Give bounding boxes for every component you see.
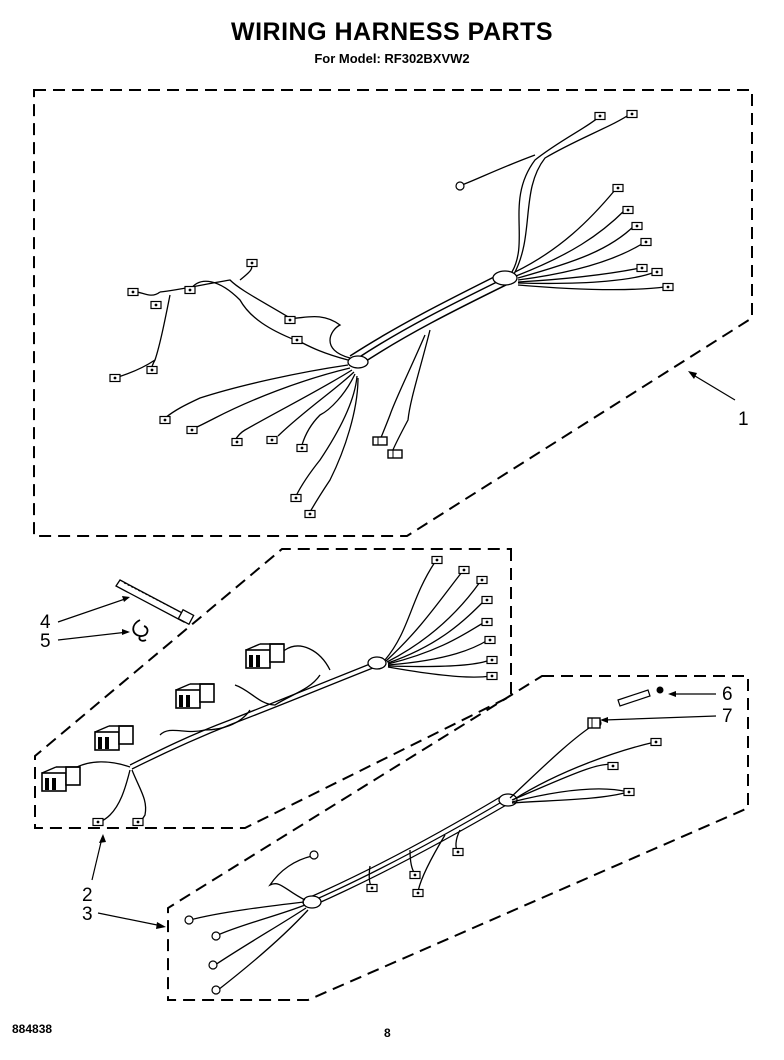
terminal-part-6 — [617, 686, 664, 707]
callout-2-leader — [91, 837, 103, 881]
callout-7: 7 — [722, 706, 733, 727]
callout-3-leader — [97, 912, 163, 927]
harness-2 — [74, 561, 491, 824]
callout-1-leader — [689, 372, 736, 401]
panel-3-outline — [167, 675, 749, 1001]
panel-1-outline — [33, 89, 753, 537]
callout-4-leader — [57, 597, 129, 623]
connector-part-7 — [587, 717, 601, 729]
harness-3-terminals — [184, 718, 662, 995]
model-subtitle: For Model: RF302BXVW2 — [314, 51, 470, 66]
callout-3: 3 — [82, 904, 93, 925]
callout-5: 5 — [40, 631, 51, 652]
callout-2: 2 — [82, 885, 93, 906]
wire-clip — [132, 619, 149, 642]
document-number: 884838 — [12, 1022, 53, 1036]
panel-2-outline — [34, 548, 512, 829]
callout-1: 1 — [738, 409, 749, 430]
page-number: 8 — [384, 1026, 391, 1040]
page-title: WIRING HARNESS PARTS — [230, 18, 554, 46]
harness-2-connectors — [41, 555, 498, 827]
tie-strap — [115, 579, 195, 626]
callout-4: 4 — [40, 612, 51, 633]
callout-6: 6 — [722, 684, 733, 705]
harness-3 — [189, 723, 656, 991]
callout-7-leader — [603, 715, 717, 721]
harness-1-terminals — [109, 109, 674, 519]
callout-5-leader — [57, 631, 129, 641]
harness-1 — [114, 113, 666, 513]
